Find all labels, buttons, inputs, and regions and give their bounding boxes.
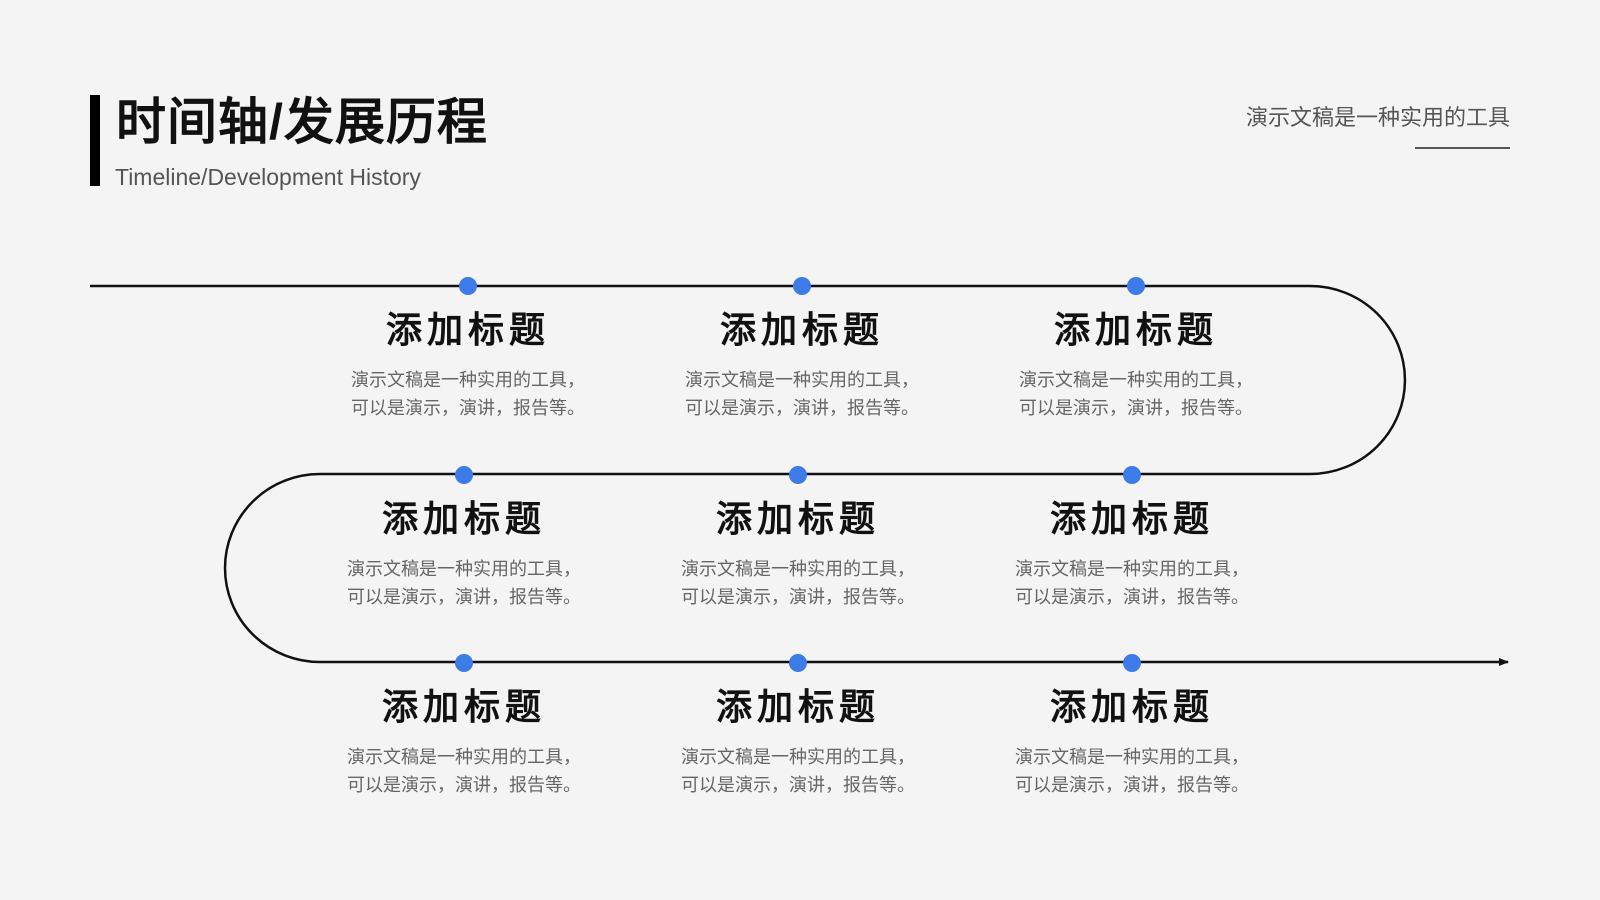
item-description: 演示文稿是一种实用的工具， 可以是演示，演讲，报告等。	[314, 743, 614, 799]
page-subtitle: Timeline/Development History	[115, 164, 421, 190]
timeline-dot-2	[793, 277, 811, 295]
timeline-dot-8	[789, 654, 807, 672]
item-desc-line: 演示文稿是一种实用的工具，	[681, 559, 915, 579]
item-desc-line: 演示文稿是一种实用的工具，	[681, 747, 915, 767]
item-title: 添加标题	[1049, 498, 1214, 539]
tagline: 演示文稿是一种实用的工具	[1245, 105, 1510, 130]
item-title: 添加标题	[381, 686, 546, 727]
timeline-dot-5	[789, 466, 807, 484]
item-description: 演示文稿是一种实用的工具， 可以是演示，演讲，报告等。	[982, 743, 1282, 799]
timeline-dot-7	[455, 654, 473, 672]
item-desc-line: 可以是演示，演讲，报告等。	[681, 775, 915, 795]
title-accent-bar	[90, 95, 100, 186]
timeline-path	[90, 284, 1509, 666]
timeline-item-5: 添加标题 演示文稿是一种实用的工具， 可以是演示，演讲，报告等。	[648, 497, 948, 611]
item-description: 演示文稿是一种实用的工具， 可以是演示，演讲，报告等。	[318, 366, 618, 422]
item-description: 演示文稿是一种实用的工具， 可以是演示，演讲，报告等。	[648, 555, 948, 611]
item-desc-line: 演示文稿是一种实用的工具，	[351, 370, 585, 390]
item-description: 演示文稿是一种实用的工具， 可以是演示，演讲，报告等。	[652, 366, 952, 422]
item-desc-line: 可以是演示，演讲，报告等。	[1019, 398, 1253, 418]
item-description: 演示文稿是一种实用的工具， 可以是演示，演讲，报告等。	[986, 366, 1286, 422]
item-desc-line: 演示文稿是一种实用的工具，	[685, 370, 919, 390]
item-desc-line: 演示文稿是一种实用的工具，	[1015, 559, 1249, 579]
timeline-dot-6	[1123, 466, 1141, 484]
timeline-dots	[455, 277, 1145, 672]
timeline-item-1: 添加标题 演示文稿是一种实用的工具， 可以是演示，演讲，报告等。	[318, 308, 618, 422]
timeline-item-7: 添加标题 演示文稿是一种实用的工具， 可以是演示，演讲，报告等。	[314, 685, 614, 799]
timeline-item-6: 添加标题 演示文稿是一种实用的工具， 可以是演示，演讲，报告等。	[982, 497, 1282, 611]
item-description: 演示文稿是一种实用的工具， 可以是演示，演讲，报告等。	[314, 555, 614, 611]
timeline-dot-4	[455, 466, 473, 484]
item-desc-line: 可以是演示，演讲，报告等。	[351, 398, 585, 418]
item-description: 演示文稿是一种实用的工具， 可以是演示，演讲，报告等。	[982, 555, 1282, 611]
timeline-item-3: 添加标题 演示文稿是一种实用的工具， 可以是演示，演讲，报告等。	[986, 308, 1286, 422]
item-desc-line: 演示文稿是一种实用的工具，	[1019, 370, 1253, 390]
item-desc-line: 可以是演示，演讲，报告等。	[347, 587, 581, 607]
item-desc-line: 演示文稿是一种实用的工具，	[347, 747, 581, 767]
timeline-dot-3	[1127, 277, 1145, 295]
item-desc-line: 可以是演示，演讲，报告等。	[1015, 587, 1249, 607]
item-desc-line: 演示文稿是一种实用的工具，	[347, 559, 581, 579]
timeline-item-9: 添加标题 演示文稿是一种实用的工具， 可以是演示，演讲，报告等。	[982, 685, 1282, 799]
item-title: 添加标题	[385, 309, 550, 350]
item-title: 添加标题	[715, 686, 880, 727]
item-title: 添加标题	[1049, 686, 1214, 727]
timeline-item-8: 添加标题 演示文稿是一种实用的工具， 可以是演示，演讲，报告等。	[648, 685, 948, 799]
item-desc-line: 可以是演示，演讲，报告等。	[347, 775, 581, 795]
timeline-item-2: 添加标题 演示文稿是一种实用的工具， 可以是演示，演讲，报告等。	[652, 308, 952, 422]
timeline-dot-1	[459, 277, 477, 295]
item-title: 添加标题	[1053, 309, 1218, 350]
item-title: 添加标题	[381, 498, 546, 539]
item-title: 添加标题	[719, 309, 884, 350]
item-desc-line: 可以是演示，演讲，报告等。	[1015, 775, 1249, 795]
item-title: 添加标题	[715, 498, 880, 539]
tagline-underline	[1415, 147, 1510, 149]
item-desc-line: 可以是演示，演讲，报告等。	[681, 587, 915, 607]
item-description: 演示文稿是一种实用的工具， 可以是演示，演讲，报告等。	[648, 743, 948, 799]
page-title: 时间轴/发展历程	[116, 94, 488, 150]
item-desc-line: 可以是演示，演讲，报告等。	[685, 398, 919, 418]
timeline-item-4: 添加标题 演示文稿是一种实用的工具， 可以是演示，演讲，报告等。	[314, 497, 614, 611]
timeline-dot-9	[1123, 654, 1141, 672]
item-desc-line: 演示文稿是一种实用的工具，	[1015, 747, 1249, 767]
